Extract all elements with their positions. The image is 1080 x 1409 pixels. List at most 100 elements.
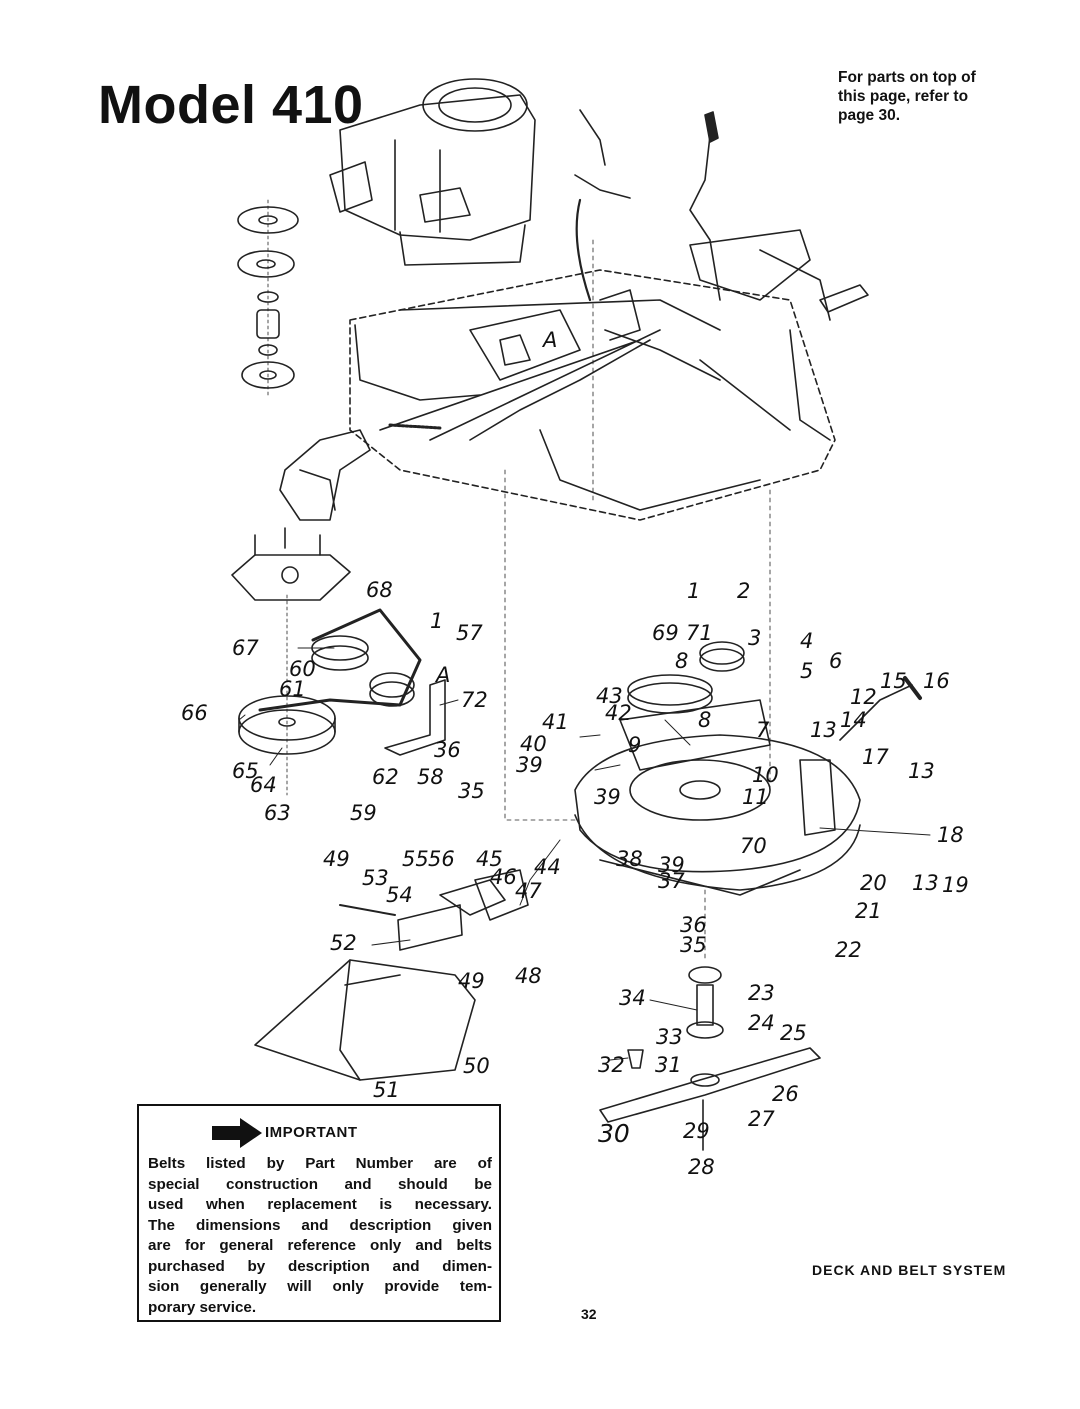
callout-number: 11 — [742, 785, 769, 809]
callout-number: 61 — [279, 677, 306, 701]
dashed-assembly-lines — [504, 239, 771, 961]
note-line: page 30. — [838, 107, 901, 124]
callout-number: 23 — [748, 981, 775, 1005]
callout-number: 51 — [373, 1078, 400, 1102]
callout-number: 37 — [658, 869, 685, 893]
callout-number: 38 — [616, 847, 643, 871]
hinge-brackets — [339, 869, 529, 951]
callout-number: 4 — [800, 629, 813, 653]
callout-number: 56 — [428, 847, 455, 871]
lift-lever — [689, 111, 869, 441]
page-reference-note: For parts on top of this page, refer to … — [838, 68, 1018, 125]
callout-number: 1 — [430, 609, 443, 633]
callout-number: 58 — [417, 765, 444, 789]
callout-number: 29 — [683, 1119, 710, 1143]
spindle-blade-assembly — [599, 966, 821, 1151]
callout-number: 62 — [372, 765, 399, 789]
important-line: porary service. — [148, 1298, 257, 1316]
callout-number: 13 — [810, 718, 837, 742]
callout-number: 67 — [232, 636, 259, 660]
callout-number: 36 — [434, 738, 461, 762]
engine-drawing — [329, 78, 536, 266]
callout-number: 49 — [458, 969, 485, 993]
important-line: Belts listed by Part Number are of — [148, 1155, 492, 1172]
callout-number: 68 — [366, 578, 393, 602]
engine-pulley-stack — [237, 199, 299, 396]
callout-number: 5 — [800, 659, 813, 683]
callout-number: 55 — [402, 847, 429, 871]
callout-number: 1 — [687, 579, 700, 603]
callout-number: 57 — [456, 621, 483, 645]
callout-number: 13 — [912, 871, 939, 895]
callout-number: 59 — [350, 801, 377, 825]
callout-number: 9 — [628, 733, 641, 757]
callout-number: 27 — [748, 1107, 775, 1131]
note-line: For parts on top of — [838, 69, 976, 86]
callout-number: 2 — [737, 579, 750, 603]
callout-number: 66 — [181, 701, 208, 725]
important-notice-box: IMPORTANT Belts listed by Part Number ar… — [137, 1104, 501, 1322]
callout-number: 6 — [829, 649, 842, 673]
callout-number: 53 — [362, 866, 389, 890]
callout-number: 8 — [698, 708, 711, 732]
callout-number: 64 — [250, 773, 277, 797]
callout-number: 17 — [862, 745, 889, 769]
callout-number: 39 — [594, 785, 621, 809]
callout-number: 39 — [516, 753, 543, 777]
important-line: purchased by description and dimen- — [148, 1257, 492, 1275]
callout-number: 35 — [458, 779, 485, 803]
important-header: IMPORTANT — [212, 1118, 492, 1148]
callout-number: 19 — [942, 873, 969, 897]
drive-belt-pulleys — [238, 594, 422, 796]
important-body: Belts listed by Part Number are of speci… — [148, 1154, 492, 1318]
callout-number: 18 — [937, 823, 964, 847]
callout-number: 70 — [740, 834, 767, 858]
callout-number: 69 — [652, 621, 679, 645]
callout-number: 26 — [772, 1082, 799, 1106]
callout-number: 49 — [323, 847, 350, 871]
callout-number: 72 — [461, 688, 488, 712]
callout-number: 45 — [476, 847, 503, 871]
callout-number: 8 — [675, 649, 688, 673]
callout-number: 46 — [490, 865, 517, 889]
callout-number: 50 — [463, 1054, 490, 1078]
page-title: Model 410 — [98, 75, 364, 135]
mower-deck — [574, 641, 922, 896]
callout-number: 28 — [688, 1155, 715, 1179]
belt-guide-bracket — [279, 429, 371, 521]
callout-number: 10 — [752, 763, 779, 787]
callout-number: 22 — [835, 938, 862, 962]
idler-bracket-plate — [231, 527, 351, 601]
important-line: The dimensions and description given — [148, 1216, 492, 1234]
callout-number: A — [434, 663, 450, 687]
callout-number: 43 — [596, 684, 623, 708]
callout-number: 71 — [686, 621, 713, 645]
important-heading: IMPORTANT — [265, 1124, 358, 1141]
section-caption: DECK AND BELT SYSTEM — [812, 1262, 1007, 1278]
important-line: sion generally will only provide tem- — [148, 1278, 492, 1295]
note-line: this page, refer to — [838, 88, 969, 105]
important-line: used when replacement is necessary. — [148, 1196, 492, 1213]
callout-number: 24 — [748, 1011, 775, 1035]
callout-number: 33 — [656, 1025, 683, 1049]
important-line: are for general reference only and belts — [148, 1237, 492, 1254]
callout-number: 31 — [655, 1053, 682, 1077]
callout-number: 47 — [515, 879, 542, 903]
arrow-right-icon — [212, 1118, 262, 1148]
callout-number: 21 — [855, 899, 882, 923]
discharge-chute — [254, 959, 476, 1081]
callout-number: 63 — [264, 801, 291, 825]
callout-number: 65 — [232, 759, 259, 783]
callout-number: 3 — [748, 626, 761, 650]
bracket-a — [384, 679, 446, 756]
callout-number: 30 — [598, 1119, 630, 1148]
callout-number: 32 — [598, 1053, 625, 1077]
callout-number: 42 — [605, 701, 632, 725]
callout-number: 48 — [515, 964, 542, 988]
callout-number: 14 — [840, 708, 867, 732]
page-number: 32 — [581, 1306, 597, 1322]
callout-number: 13 — [908, 759, 935, 783]
callout-number: 60 — [289, 657, 316, 681]
important-line: special construction and should be — [148, 1175, 492, 1193]
